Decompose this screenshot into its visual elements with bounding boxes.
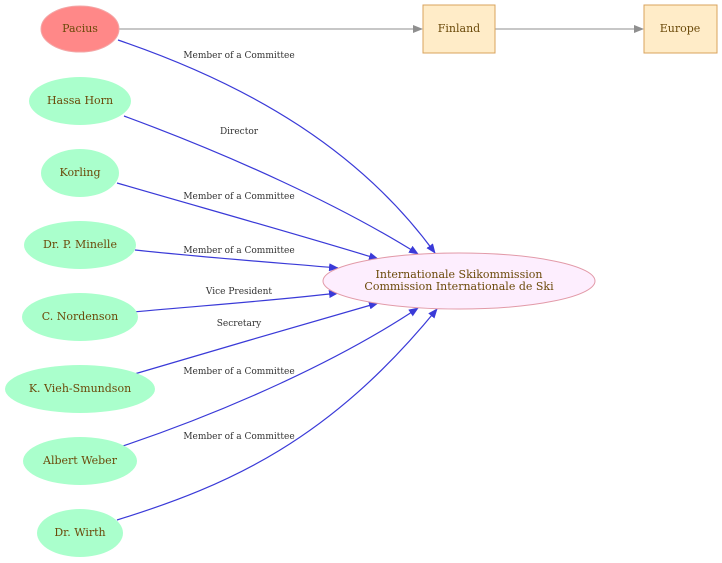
person-node-pacius[interactable]: Pacius bbox=[40, 5, 120, 53]
edge-pacius bbox=[117, 39, 436, 254]
organization-name-line2: Commission Internationale de Ski bbox=[364, 280, 554, 293]
edge-korling bbox=[116, 182, 379, 261]
person-name: Pacius bbox=[62, 22, 98, 35]
edge-label-hassa-horn: Director bbox=[220, 127, 259, 137]
edge-label-nordenson: Vice President bbox=[205, 287, 273, 297]
edge-label-minelle: Member of a Committee bbox=[183, 246, 294, 256]
place-node-europe[interactable]: Europe bbox=[643, 4, 718, 54]
edge-dr-wirth bbox=[116, 308, 438, 521]
edge-label-korling: Member of a Committee bbox=[183, 192, 294, 202]
place-label-europe: Europe bbox=[660, 22, 701, 35]
edge-label-dr-wirth: Member of a Committee bbox=[183, 432, 294, 442]
edge-albert-weber bbox=[119, 307, 419, 448]
person-node-nordenson[interactable]: C. Nordenson bbox=[22, 293, 138, 341]
person-name: C. Nordenson bbox=[42, 310, 119, 323]
edge-vieh-smundson bbox=[130, 301, 379, 376]
organization-name-line1: Internationale Skikommission bbox=[376, 268, 543, 281]
person-node-hassa-horn[interactable]: Hassa Horn bbox=[29, 77, 131, 125]
person-node-albert-weber[interactable]: Albert Weber bbox=[23, 437, 137, 485]
person-node-dr-wirth[interactable]: Dr. Wirth bbox=[37, 509, 123, 557]
person-name: K. Vieh-Smundson bbox=[29, 382, 131, 395]
edge-label-vieh-smundson: Secretary bbox=[217, 319, 262, 329]
place-label-finland: Finland bbox=[438, 22, 480, 35]
edge-label-albert-weber: Member of a Committee bbox=[183, 367, 294, 377]
person-name: Korling bbox=[60, 166, 101, 179]
person-node-vieh-smundson[interactable]: K. Vieh-Smundson bbox=[5, 365, 155, 413]
organization-node[interactable]: Internationale Skikommission Commission … bbox=[322, 252, 596, 310]
person-name: Dr. P. Minelle bbox=[43, 238, 117, 251]
edge-nordenson bbox=[132, 290, 339, 313]
person-node-korling[interactable]: Korling bbox=[41, 149, 119, 197]
person-name: Hassa Horn bbox=[47, 94, 113, 107]
person-node-minelle[interactable]: Dr. P. Minelle bbox=[24, 221, 136, 269]
place-node-finland[interactable]: Finland bbox=[422, 4, 496, 54]
person-name: Dr. Wirth bbox=[54, 526, 105, 539]
person-name: Albert Weber bbox=[42, 454, 118, 467]
edge-minelle bbox=[134, 249, 339, 272]
edge-hassa-horn bbox=[123, 115, 419, 255]
edge-label-pacius: Member of a Committee bbox=[183, 51, 294, 61]
